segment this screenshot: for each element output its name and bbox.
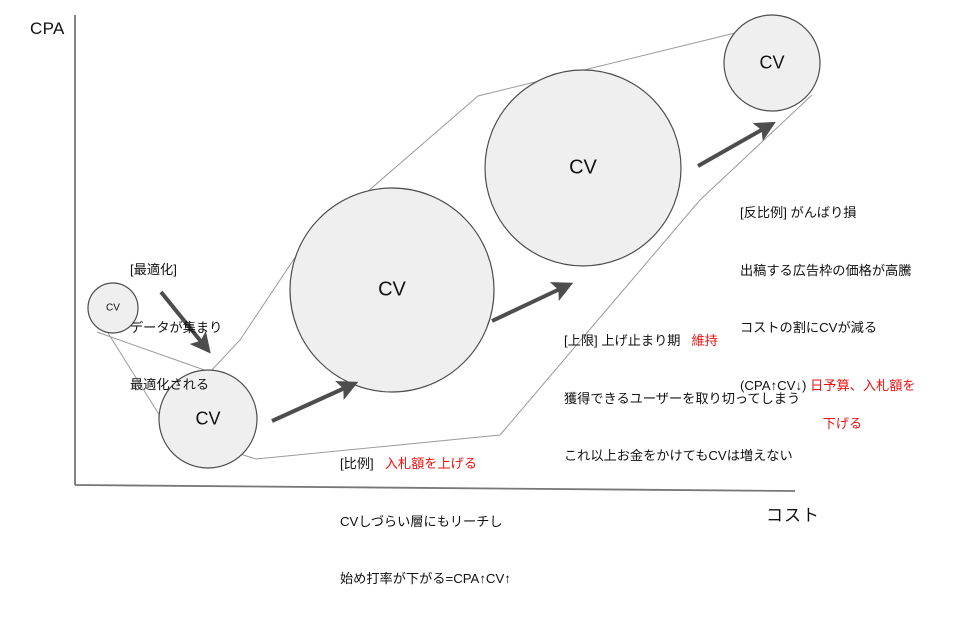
x-axis-label: コスト <box>766 506 820 525</box>
arrow-ceiling <box>491 282 574 323</box>
note-inverse-line-3: コストの割にCVが減る <box>740 320 878 336</box>
note-proportional: [比例] 入札額を上げる CVしづらい層にもリーチし 始め打率が下がる=CPA↑… <box>340 416 511 627</box>
axes-group <box>74 15 796 492</box>
note-inverse-action: 日予算、入札額を <box>810 377 916 393</box>
note-ceiling-line-3: これ以上お金をかけてもCVは増えない <box>564 448 793 464</box>
note-inverse-line-4: (CPA↑CV↓) 日予算、入札額を <box>740 376 916 395</box>
arrows-group <box>159 121 776 423</box>
note-inverse-metric: (CPA↑CV↓) <box>740 377 807 393</box>
arrow-proportional <box>271 380 359 423</box>
note-ceiling-line-1: [上限] 上げ止まり期 維持 <box>564 331 800 350</box>
note-ceiling-line-2: 獲得できるユーザーを取り切ってしまう <box>564 390 801 406</box>
note-proportional-line-1: [比例] 入札額を上げる <box>340 454 511 473</box>
diagram-svg <box>74 14 821 492</box>
note-ceiling-action: 維持 <box>691 333 718 349</box>
x-axis <box>74 484 796 492</box>
note-optimization-line-3: 最適化される <box>130 377 210 393</box>
note-inverse-line-2: 出稿する広告枠の価格が高騰 <box>740 262 912 278</box>
note-proportional-tag: [比例] <box>340 456 374 472</box>
note-optimization-line-1: [最適化] <box>130 262 177 278</box>
bubble-5 <box>723 14 821 112</box>
note-inverse-line-1: [反比例] がんばり損 <box>740 205 857 221</box>
note-ceiling-tag: [上限] 上げ止まり期 <box>564 333 681 349</box>
note-inverse: [反比例] がんばり損 出稿する広告枠の価格が高騰 コストの割にCVが減る (C… <box>740 165 916 452</box>
arrow-inverse <box>697 121 776 168</box>
bubble-3 <box>289 187 495 393</box>
y-axis-label: CPA <box>30 19 65 38</box>
note-proportional-action: 入札額を上げる <box>384 456 478 472</box>
bubbles-group <box>87 14 821 469</box>
note-ceiling: [上限] 上げ止まり期 維持 獲得できるユーザーを取り切ってしまう これ以上お金… <box>564 293 800 504</box>
note-optimization: [最適化] データが集まり 最適化される <box>130 222 222 433</box>
note-optimization-line-2: データが集まり <box>130 319 223 335</box>
note-inverse-line-5: 下げる <box>822 415 863 431</box>
bubble-2 <box>158 369 258 469</box>
note-proportional-line-2: CVしづらい層にもリーチし <box>340 513 503 529</box>
note-proportional-line-3: 始め打率が下がる=CPA↑CV↑ <box>340 571 511 587</box>
arrow-optimization <box>159 290 211 354</box>
envelope-upper-line <box>96 32 736 373</box>
bubble-4 <box>484 69 682 267</box>
bubble-1 <box>87 282 139 334</box>
